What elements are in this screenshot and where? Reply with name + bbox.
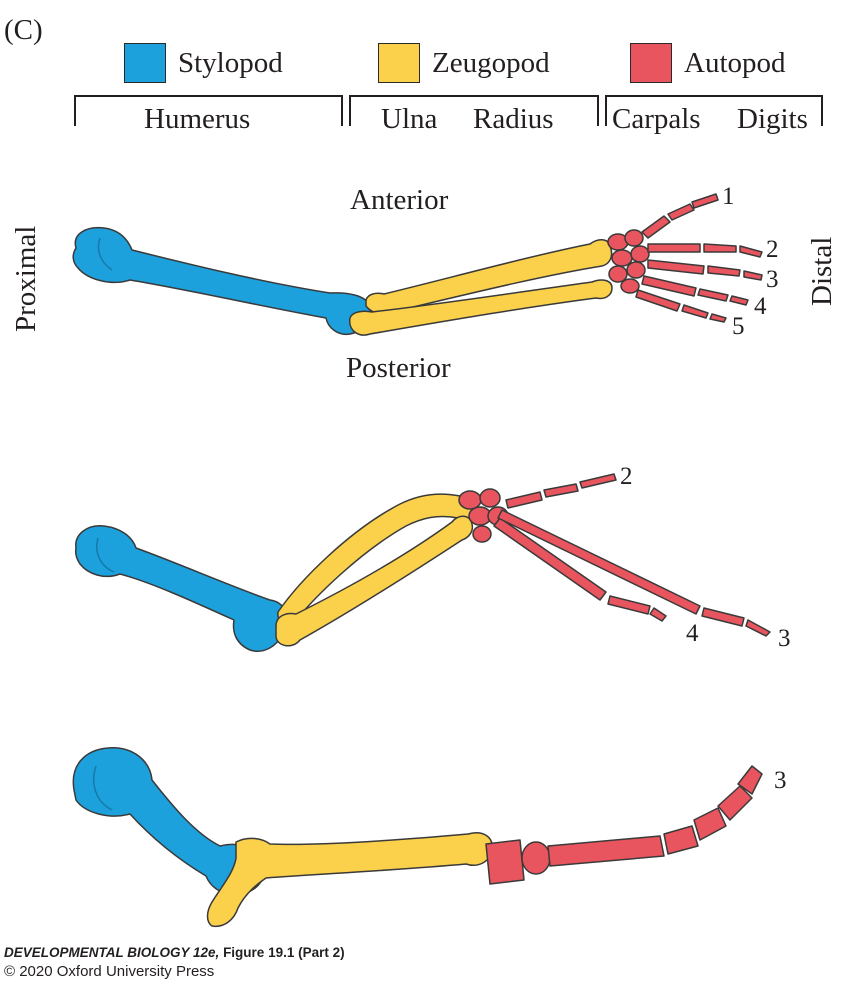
legend-autopod: Autopod (630, 42, 786, 84)
group-label-digits: Digits (737, 103, 808, 135)
digit-number: 3 (774, 767, 787, 794)
group-label-carpals: Carpals (612, 103, 701, 135)
limb-1 (72, 193, 763, 336)
digit-number: 4 (754, 293, 767, 320)
figure-number: Figure 19.1 (Part 2) (223, 945, 345, 960)
carpals-1 (607, 229, 650, 294)
digits-1 (635, 193, 763, 323)
label-posterior: Posterior (346, 352, 451, 384)
copyright: © 2020 Oxford University Press (4, 963, 215, 980)
ulna-2 (277, 493, 478, 625)
digit-number: 1 (722, 183, 735, 210)
digit-number: 2 (620, 463, 633, 490)
digit-number: 3 (778, 625, 791, 652)
group-label-ulna: Ulna (381, 103, 438, 135)
autopod-swatch (630, 43, 672, 83)
radius-1 (349, 279, 613, 336)
legend-stylopod-label: Stylopod (178, 46, 283, 79)
limb-3 (72, 747, 763, 928)
digit-number: 2 (766, 236, 779, 263)
book-title: DEVELOPMENTAL BIOLOGY 12e, (4, 945, 220, 960)
autopod-3 (485, 765, 763, 885)
group-label-humerus: Humerus (144, 103, 251, 135)
group-label-radius: Radius (473, 103, 554, 135)
digit-number: 4 (686, 620, 699, 647)
zeugopod-swatch (378, 43, 420, 83)
label-anterior: Anterior (350, 184, 449, 216)
humerus-1 (72, 226, 371, 336)
radius-2 (275, 515, 474, 647)
zeugopod-3 (206, 832, 493, 928)
bracket-zeugopod (349, 95, 599, 126)
panel-label: (C) (4, 14, 43, 46)
digits-2 (493, 473, 771, 637)
legend-autopod-label: Autopod (684, 46, 786, 79)
digit-number: 5 (732, 313, 745, 340)
humerus-2 (74, 525, 288, 652)
figure-credit: DEVELOPMENTAL BIOLOGY 12e, Figure 19.1 (… (4, 945, 345, 960)
legend-stylopod: Stylopod (124, 42, 283, 84)
digit-number: 3 (766, 266, 779, 293)
limb-2 (74, 473, 771, 652)
legend-zeugopod-label: Zeugopod (432, 46, 550, 79)
stylopod-swatch (124, 43, 166, 83)
bracket-autopod (605, 95, 823, 126)
legend-zeugopod: Zeugopod (378, 42, 550, 84)
bracket-stylopod (74, 95, 343, 126)
